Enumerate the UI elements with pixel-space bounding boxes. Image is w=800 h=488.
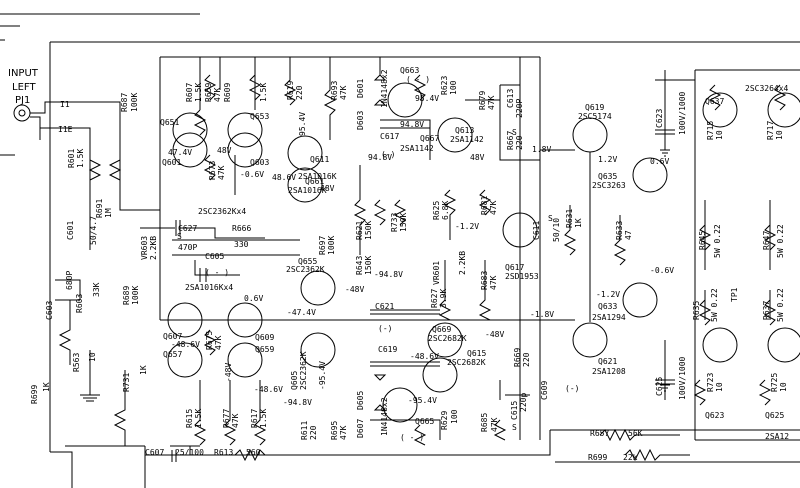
supply-rails — [159, 56, 541, 440]
output-stage — [171, 69, 800, 462]
input-jack-symbol — [13, 101, 60, 140]
input-network — [55, 101, 160, 446]
frame-lines — [0, 13, 800, 488]
input-differential-pair — [140, 57, 300, 282]
voltage-amp-stage — [283, 57, 540, 446]
lower-differential-pair — [167, 302, 267, 455]
